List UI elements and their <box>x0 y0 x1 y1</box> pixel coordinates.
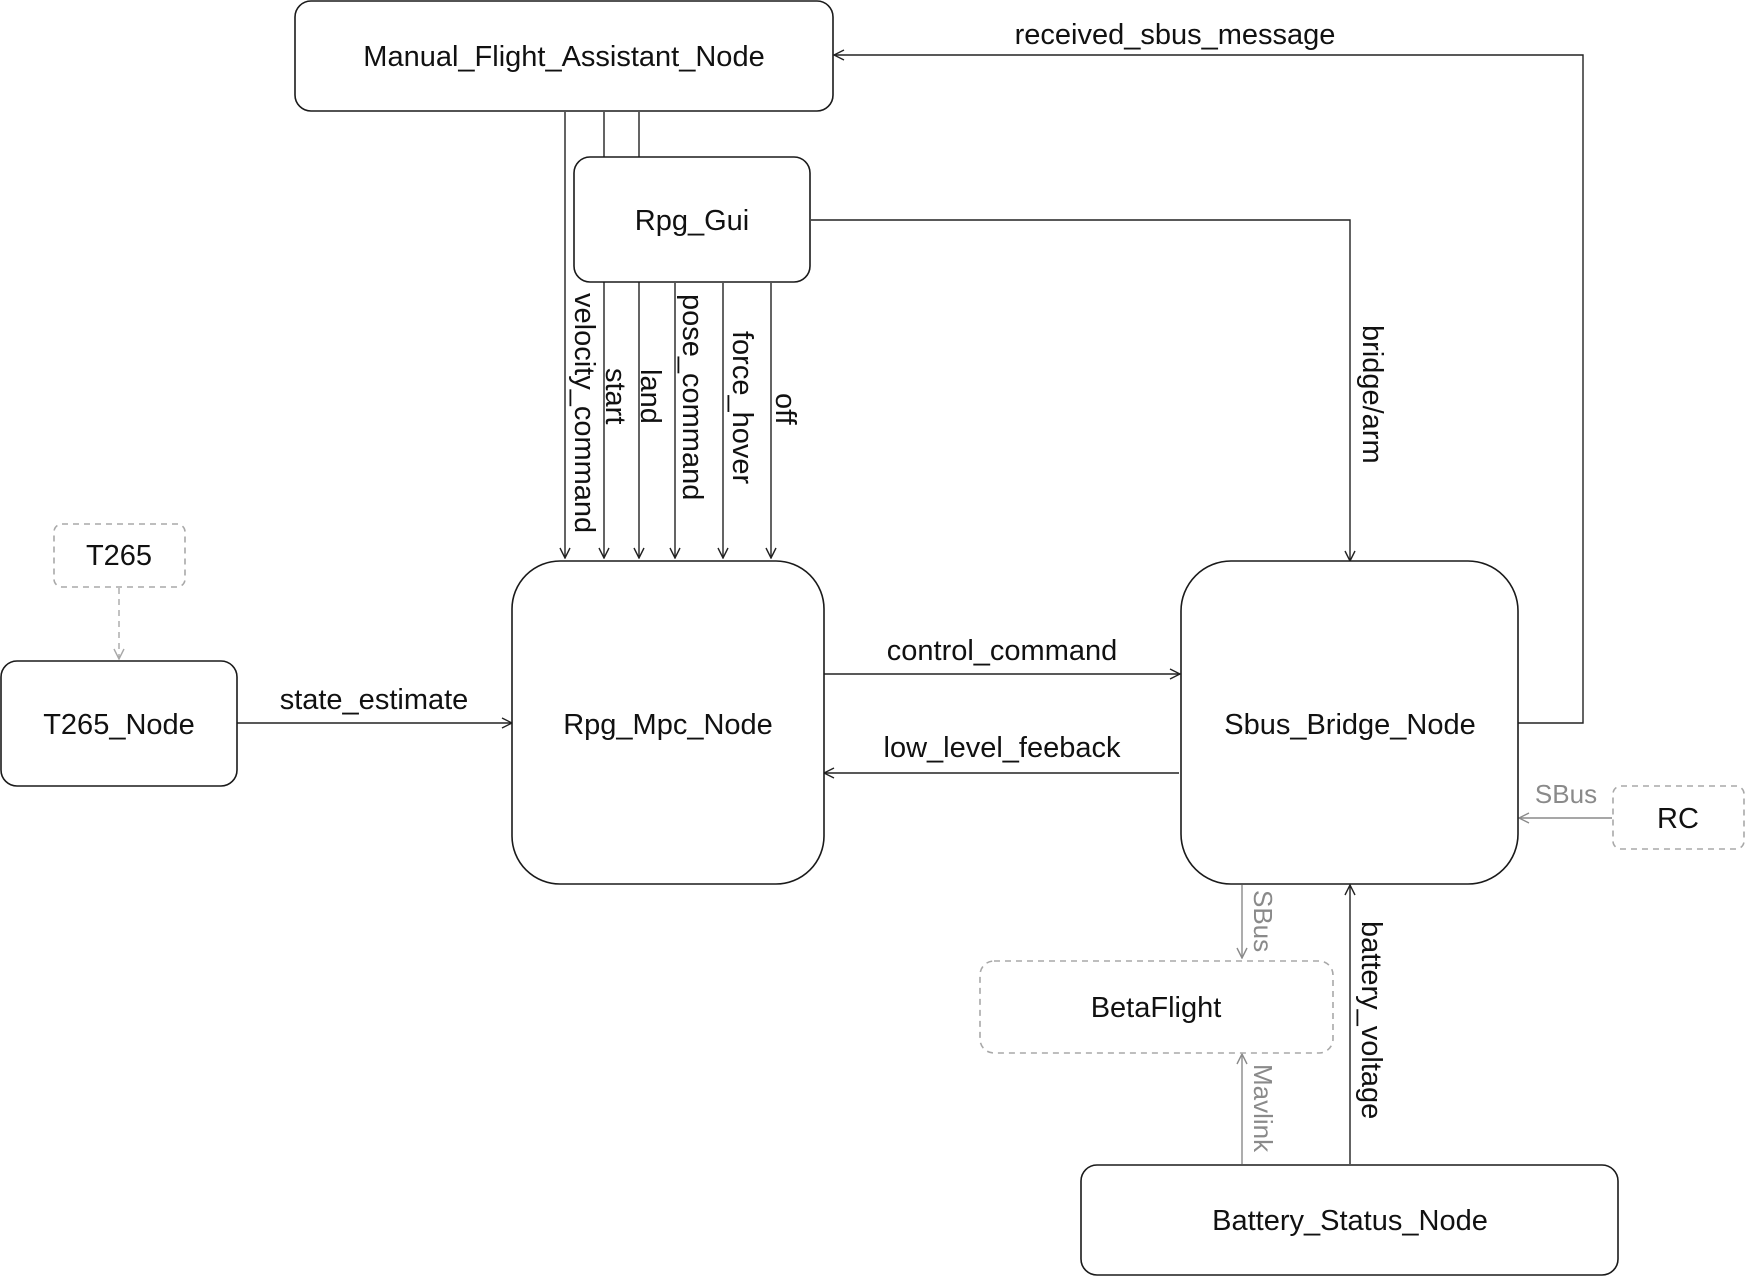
svg-text:BetaFlight: BetaFlight <box>1091 992 1222 1024</box>
edge-received-sbus-message <box>834 55 1584 724</box>
label-received-sbus-message: received_sbus_message <box>1015 19 1336 51</box>
node-rpg-mpc: Rpg_Mpc_Node <box>511 560 825 885</box>
label-battery-voltage: battery_voltage <box>1355 921 1387 1119</box>
svg-text:T265: T265 <box>86 540 152 572</box>
label-low-level-feeback: low_level_feeback <box>884 732 1121 764</box>
label-bridge-arm: bridge/arm <box>1356 325 1388 464</box>
label-pose-command: pose_command <box>676 294 708 500</box>
label-sbus-rc: SBus <box>1535 779 1597 809</box>
node-rpg-gui: Rpg_Gui <box>573 156 811 283</box>
svg-text:Battery_Status_Node: Battery_Status_Node <box>1212 1205 1488 1237</box>
label-force-hover: force_hover <box>726 331 758 484</box>
edge-bridge-arm <box>811 219 1350 561</box>
node-t265-node: T265_Node <box>0 660 238 787</box>
node-t265: T265 <box>53 523 186 588</box>
svg-text:T265_Node: T265_Node <box>43 709 195 741</box>
node-manual-flight-assistant: Manual_Flight_Assistant_Node <box>294 0 834 112</box>
node-betaflight: BetaFlight <box>979 960 1334 1054</box>
label-state-estimate: state_estimate <box>280 684 469 716</box>
node-rc: RC <box>1612 785 1745 850</box>
svg-text:Rpg_Gui: Rpg_Gui <box>635 205 749 237</box>
svg-text:RC: RC <box>1657 803 1699 835</box>
label-off: off <box>769 393 801 426</box>
svg-text:Rpg_Mpc_Node: Rpg_Mpc_Node <box>563 709 773 741</box>
label-start: start <box>599 368 631 424</box>
label-sbus-betaflight: SBus <box>1248 890 1278 952</box>
node-sbus-bridge: Sbus_Bridge_Node <box>1180 560 1519 885</box>
svg-text:Manual_Flight_Assistant_Node: Manual_Flight_Assistant_Node <box>363 41 764 73</box>
svg-text:Sbus_Bridge_Node: Sbus_Bridge_Node <box>1224 709 1476 741</box>
label-velocity-command: velocity_command <box>568 293 600 533</box>
label-control-command: control_command <box>887 635 1118 667</box>
label-land: land <box>634 369 666 424</box>
label-mavlink: Mavlink <box>1248 1064 1278 1153</box>
node-battery-status: Battery_Status_Node <box>1080 1164 1619 1276</box>
